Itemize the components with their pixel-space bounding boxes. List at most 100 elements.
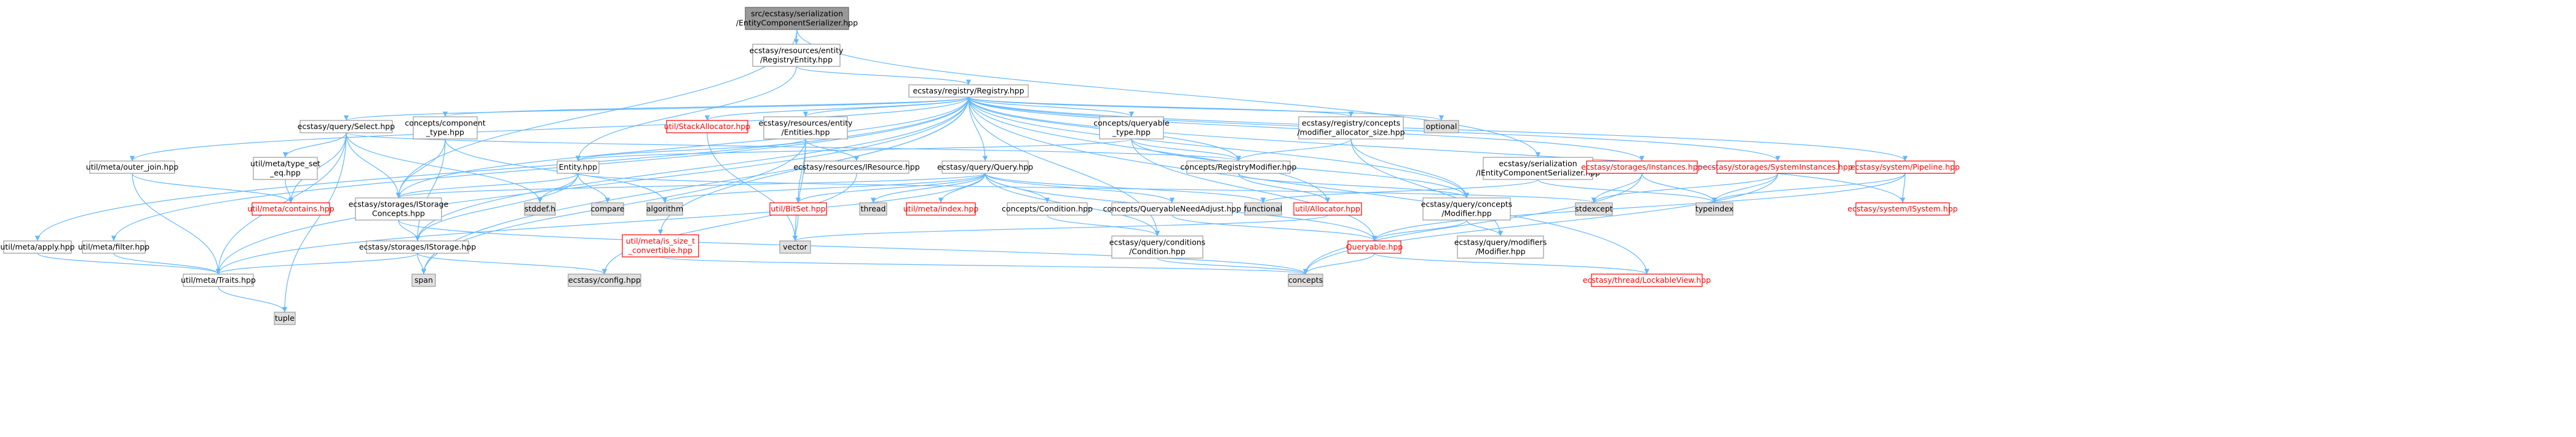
node-stdexcept[interactable]: stdexcept [1575, 202, 1613, 216]
edge-systeminstances-to-stdexcept [1591, 173, 1778, 203]
node-contains[interactable]: util/meta/contains.hpp [247, 202, 335, 216]
node-box-query [941, 160, 1029, 174]
node-entity[interactable]: Entity.hpp [557, 160, 600, 174]
node-algorithm[interactable]: algorithm [646, 202, 683, 216]
node-outer_join[interactable]: util/meta/outer_join.hpp [86, 160, 179, 174]
node-registrymodifier[interactable]: concepts/RegistryModifier.hpp [1181, 160, 1297, 174]
node-iresource[interactable]: ecstasy/resources/IResource.hpp [793, 160, 920, 174]
node-box-modifier_concept [1422, 197, 1511, 221]
edge-registry-to-traits [215, 96, 969, 275]
node-span[interactable]: span [411, 274, 436, 287]
node-stddef[interactable]: stddef.h [524, 202, 556, 216]
node-label-condition_hpp: /Condition.hpp [1129, 247, 1186, 256]
edge-iecs-to-functional [1260, 179, 1539, 203]
node-condition_hpp[interactable]: ecstasy/query/conditions/Condition.hpp [1109, 235, 1205, 259]
edge-modifier_alloc_size-to-registrymodifier [1235, 138, 1352, 162]
node-apply[interactable]: util/meta/apply.hpp [0, 240, 75, 254]
node-iecs[interactable]: ecstasy/serialization/IEntityComponentSe… [1476, 157, 1600, 180]
node-label-concepts_component: _type.hpp [426, 128, 464, 137]
node-config[interactable]: ecstasy/config.hpp [568, 274, 641, 287]
node-box-algorithm [646, 202, 683, 216]
node-box-stackallocator [666, 120, 748, 133]
edge-registry-to-apply [34, 96, 969, 242]
edge-pipeline-to-isystem [1900, 173, 1906, 203]
node-label-modifier_concept: /Modifier.hpp [1441, 209, 1491, 218]
node-registry[interactable]: ecstasy/registry/Registry.hpp [908, 84, 1029, 98]
node-qneedadjust[interactable]: concepts/QueryableNeedAdjust.hpp [1103, 202, 1242, 216]
node-box-outer_join [89, 160, 175, 174]
edge-allocator-to-vector [793, 215, 1328, 242]
node-typeindex[interactable]: typeindex [1695, 202, 1734, 216]
node-queryable_type[interactable]: concepts/queryable_type.hpp [1093, 116, 1170, 140]
node-query[interactable]: ecstasy/query/Query.hpp [937, 160, 1033, 174]
node-box-entity [557, 160, 600, 174]
node-modifier_concept[interactable]: ecstasy/query/concepts/Modifier.hpp [1421, 197, 1512, 221]
node-concepts[interactable]: concepts [1288, 274, 1323, 287]
node-label-entities: /Entities.hpp [782, 128, 830, 137]
node-systeminstances[interactable]: ecstasy/storages/SystemInstances.hpp [1703, 160, 1853, 174]
edge-entity-to-istoragec [395, 173, 579, 199]
edge-registrymodifier-to-modifier_concept [1238, 173, 1470, 199]
node-instances[interactable]: ecstasy/storages/Instances.hpp [1581, 160, 1703, 174]
edge-apply-to-traits [37, 253, 221, 275]
node-label-registryentity: ecstasy/resources/entity [750, 46, 844, 55]
node-box-queryable [1347, 240, 1401, 254]
edge-registry-to-lockableview [968, 96, 1650, 275]
node-pipeline[interactable]: ecstasy/system/Pipeline.hpp [1850, 160, 1960, 174]
edge-entities-to-entity [575, 138, 806, 162]
node-index[interactable]: util/meta/index.hpp [903, 202, 979, 216]
node-functional[interactable]: functional [1244, 202, 1282, 216]
edge-registry-to-istorage [414, 96, 969, 242]
node-box-condition_concept [1007, 202, 1088, 216]
edge-istorage-to-config [417, 253, 608, 275]
edge-registry-to-isystem [968, 96, 1906, 203]
node-thread[interactable]: thread [859, 202, 887, 216]
node-box-istoragec [355, 197, 442, 221]
edge-registry-to-modifier_concept [968, 96, 1470, 199]
node-root[interactable]: src/ecstasy/serialization/EntityComponen… [736, 7, 858, 30]
edge-modifier_concept-to-modifiers_modifier [1466, 219, 1504, 237]
edge-concepts_component-to-algorithm [445, 138, 668, 203]
node-condition_concept[interactable]: concepts/Condition.hpp [1002, 202, 1093, 216]
node-bitset[interactable]: util/BitSet.hpp [769, 202, 827, 216]
node-box-config [568, 274, 641, 287]
node-tuple[interactable]: tuple [274, 312, 296, 325]
node-filter[interactable]: util/meta/filter.hpp [78, 240, 149, 254]
node-modifier_alloc_size[interactable]: ecstasy/registry/concepts/modifier_alloc… [1297, 116, 1405, 140]
edge-query-to-istoragec [396, 173, 986, 199]
node-traits[interactable]: util/meta/Traits.hpp [181, 274, 256, 287]
node-optional[interactable]: optional [1424, 120, 1459, 133]
edge-query-to-functional [985, 173, 1266, 203]
node-queryable[interactable]: Queryable.hpp [1346, 240, 1403, 254]
node-box-is_size_t [622, 234, 699, 258]
node-layer: src/ecstasy/serialization/EntityComponen… [0, 7, 1960, 325]
node-concepts_component[interactable]: concepts/component_type.hpp [405, 116, 486, 140]
node-is_size_t[interactable]: util/meta/is_size_t_convertible.hpp [622, 234, 699, 258]
node-label-apply: util/meta/apply.hpp [0, 242, 74, 251]
node-compare[interactable]: compare [591, 202, 625, 216]
node-label-vector: vector [783, 242, 808, 251]
node-allocator[interactable]: util/Allocator.hpp [1293, 202, 1362, 216]
node-modifiers_modifier[interactable]: ecstasy/query/modifiers/Modifier.hpp [1454, 235, 1547, 259]
node-select[interactable]: ecstasy/query/Select.hpp [298, 120, 395, 133]
node-entities[interactable]: ecstasy/resources/entity/Entities.hpp [759, 116, 853, 140]
node-isystem[interactable]: ecstasy/system/ISystem.hpp [1847, 202, 1958, 216]
edge-queryable_type-to-entity [576, 138, 1132, 162]
node-box-qneedadjust [1111, 202, 1233, 216]
node-box-concepts [1288, 274, 1323, 287]
node-vector[interactable]: vector [779, 240, 811, 254]
edge-query-to-algorithm [662, 173, 986, 203]
node-type_set_eq[interactable]: util/meta/type_set_eq.hpp [250, 157, 320, 180]
node-istorage[interactable]: ecstasy/storages/IStorage.hpp [359, 240, 476, 254]
node-registryentity[interactable]: ecstasy/resources/entity/RegistryEntity.… [750, 44, 844, 67]
edge-stackallocator-to-vector [707, 132, 798, 242]
node-label-config: ecstasy/config.hpp [568, 275, 641, 285]
node-box-stddef [524, 202, 556, 216]
node-label-entity: Entity.hpp [559, 162, 598, 171]
node-lockableview[interactable]: ecstasy/thread/LockableView.hpp [1583, 274, 1711, 287]
node-box-span [411, 274, 436, 287]
edge-entities-to-vector [792, 138, 806, 242]
node-box-systeminstances [1716, 160, 1839, 174]
node-stackallocator[interactable]: util/StackAllocator.hpp [664, 120, 751, 133]
